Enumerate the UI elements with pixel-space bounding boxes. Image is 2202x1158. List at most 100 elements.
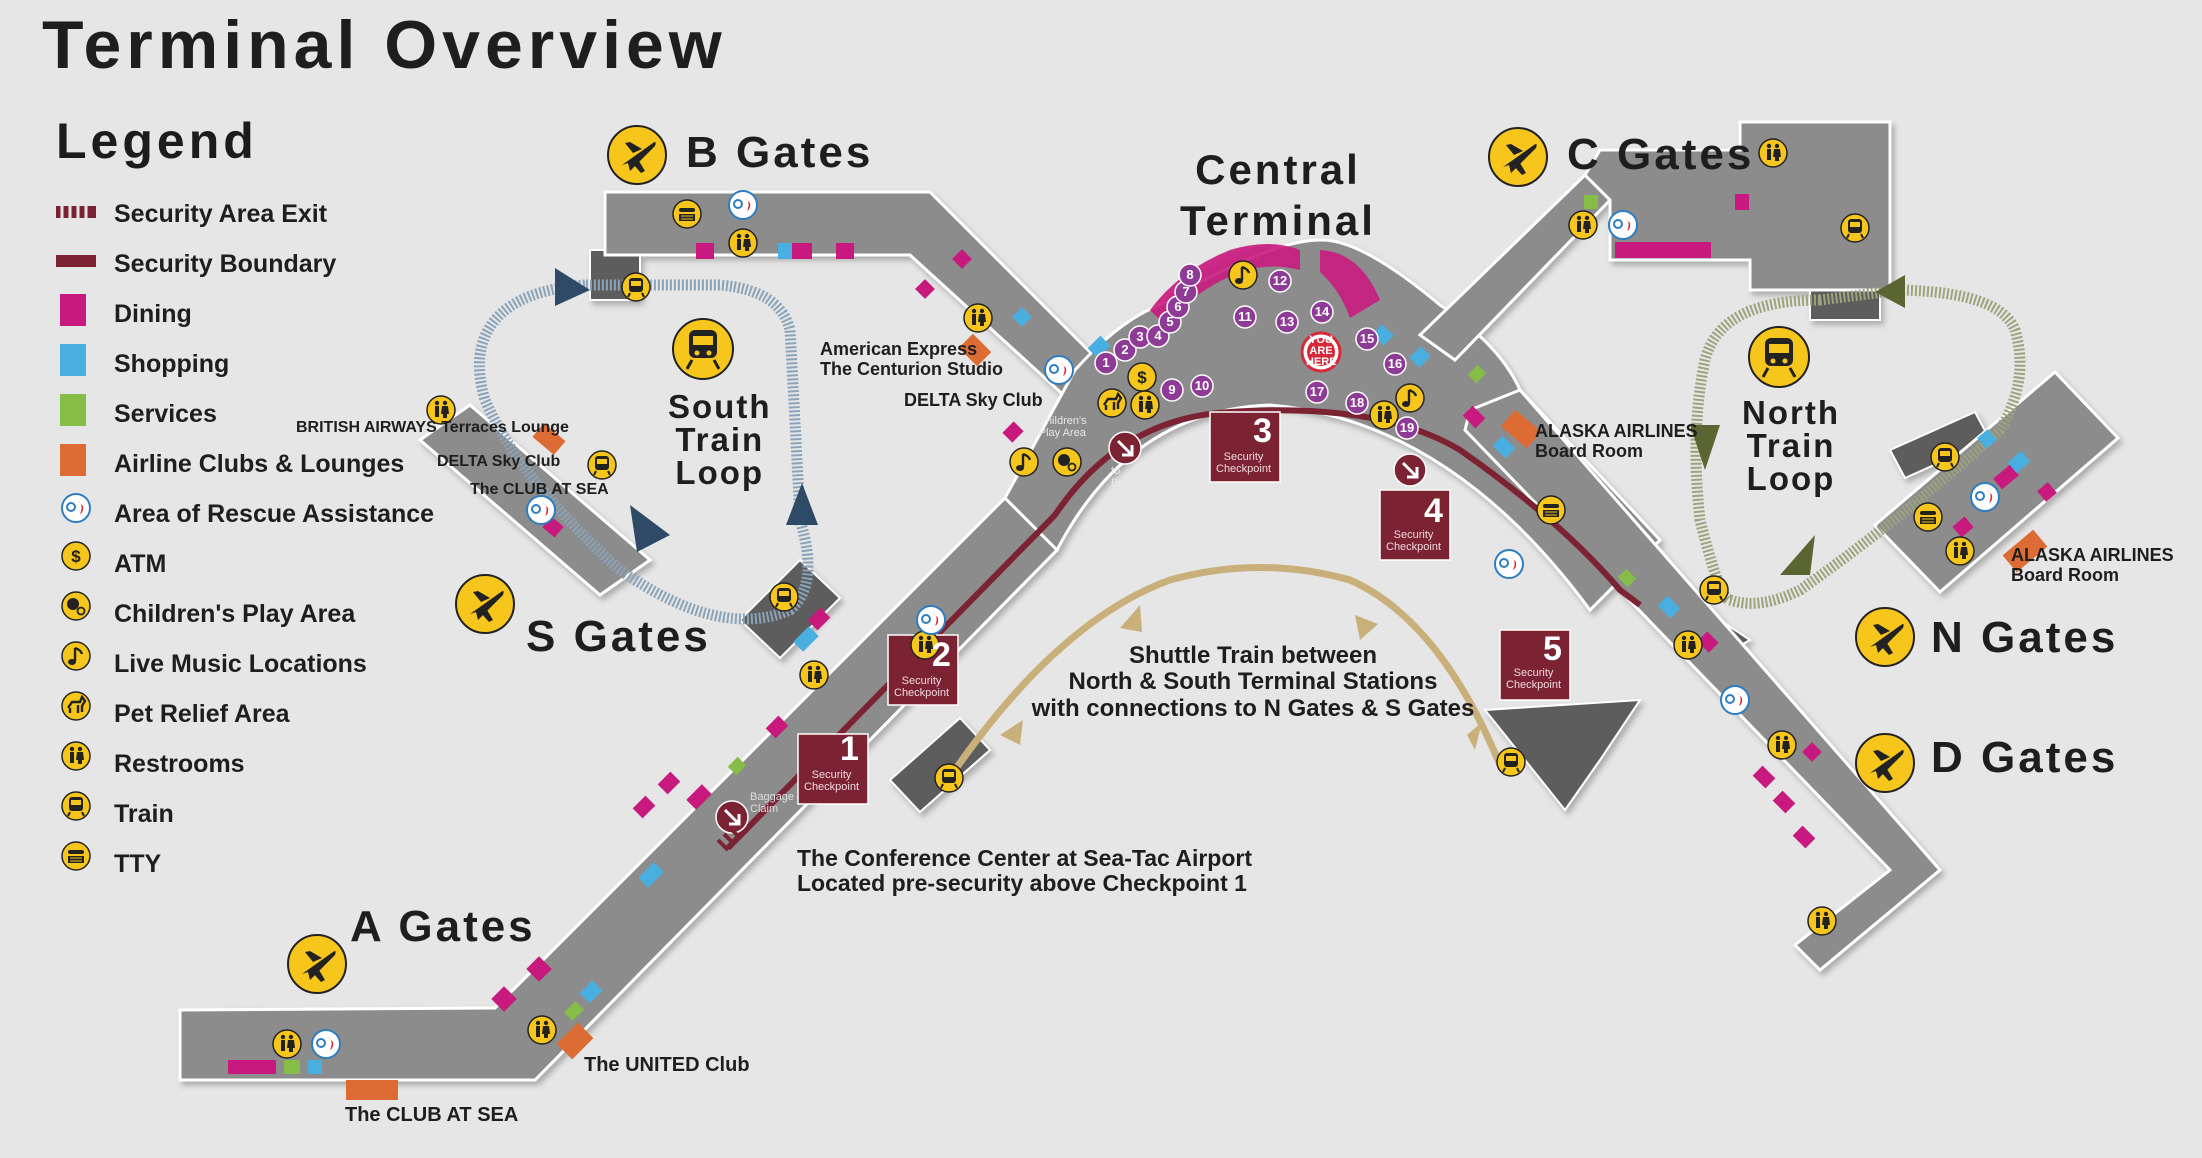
- checkpoint-1-line-1: Security: [811, 769, 852, 781]
- central-gate-11: 11: [1238, 309, 1252, 324]
- baggage-right-line-3: Claim: [1340, 468, 1369, 481]
- checkpoint-3-line-1: Security: [1223, 451, 1264, 463]
- central-line-2: Terminal: [1180, 197, 1376, 245]
- legend-label: Area of Rescue Assistance: [114, 500, 435, 528]
- central-gate-5: 5: [1166, 314, 1174, 329]
- baggage-left-line-1: to: [1111, 465, 1121, 477]
- d-gates-label: D Gates: [1931, 733, 2119, 782]
- checkpoint-4-line-1: Security: [1393, 529, 1434, 541]
- legend-label: Train: [114, 800, 174, 828]
- central-gate-markers: [1094, 263, 1419, 440]
- services-blocks: [284, 195, 1637, 1074]
- central-gate-3: 3: [1136, 329, 1144, 344]
- united-club-label: The UNITED Club: [584, 1054, 750, 1076]
- d-gates-concourse: [1463, 388, 1943, 973]
- checkpoint-boxes: [797, 411, 1571, 805]
- n-gates-label: N Gates: [1931, 613, 2119, 662]
- security-exit-stripes: [716, 826, 742, 852]
- c-gates-label: C Gates: [1567, 130, 1755, 179]
- checkpoint-5-line-1: Security: [1513, 667, 1554, 679]
- south-loop-line-3: Loop: [675, 454, 765, 491]
- legend-label: Airline Clubs & Lounges: [114, 450, 405, 478]
- south-loop-line-1: South: [668, 388, 772, 425]
- north-train-loop: [1690, 284, 2026, 609]
- alaska-n-line-2: Board Room: [2011, 564, 2119, 585]
- british-airways-label: BRITISH AIRWAYS Terraces Lounge: [296, 419, 569, 436]
- shuttle-arrows: [1000, 605, 1482, 750]
- checkpoint-2-line-1: Security: [901, 675, 942, 687]
- central-gate-2: 2: [1121, 342, 1129, 357]
- checkpoint-2-line-2: Checkpoint: [894, 686, 950, 699]
- conference-line-1: The Conference Center at Sea-Tac Airport: [797, 845, 1252, 871]
- central-gate-9: 9: [1168, 382, 1176, 397]
- central-gate-fan: [1150, 244, 1300, 325]
- checkpoint-5-line-2: Checkpoint: [1506, 678, 1562, 691]
- central-gate-6: 6: [1174, 299, 1182, 314]
- north-loop-line-3: Loop: [1746, 460, 1836, 497]
- baggage-left-label: to Baggage Claim: [1111, 465, 1156, 501]
- baggage-a-line-1: Baggage: [750, 791, 795, 803]
- conference-center-label: The Conference Center at Sea-Tac Airport…: [797, 845, 1252, 897]
- north-train-loop-label: North Train Loop: [1742, 396, 1840, 495]
- amex-line-1: American Express: [820, 339, 978, 359]
- shuttle-line-1: Shuttle Train between: [1128, 642, 1378, 669]
- a-gates-label: A Gates: [350, 902, 536, 951]
- south-loop-arrows: [555, 268, 818, 552]
- c-gates-concourse: [1417, 172, 1613, 362]
- baggage-left-line-2: Baggage: [1111, 476, 1156, 489]
- shuttle-train-label: Shuttle Train between North & South Term…: [1008, 642, 1498, 722]
- central-gate-fan-right: [1320, 250, 1380, 318]
- shopping-blocks: [308, 243, 2031, 1074]
- conference-line-2: Located pre-security above Checkpoint 1: [797, 870, 1247, 897]
- alaska-c-line-1: ALASKA AIRLINES: [1535, 421, 1698, 441]
- checkpoint-3-number: 3: [1253, 412, 1272, 450]
- legend-label: Security Boundary: [114, 250, 337, 278]
- shuttle-line-2: North & South Terminal Stations: [1068, 668, 1438, 696]
- central-gate-18: 18: [1349, 395, 1365, 410]
- alaska-c-label: ALASKA AIRLINES Board Room: [1535, 421, 1698, 462]
- amex-line-2: The Centurion Studio: [820, 358, 1003, 379]
- baggage-right-line-2: Baggage: [1340, 456, 1385, 469]
- baggage-a-line-2: Claim: [750, 802, 779, 815]
- d-train-station: [1483, 698, 1642, 812]
- checkpoint-5-number: 5: [1543, 630, 1562, 668]
- page-title: Terminal Overview: [42, 7, 727, 83]
- baggage-right-label: to Baggage Claim: [1340, 445, 1385, 481]
- lounge-blocks: [346, 333, 2048, 1100]
- checkpoint-4-number: 4: [1424, 492, 1443, 530]
- play-area-line-1: Children's: [1038, 415, 1087, 427]
- legend-label: Services: [114, 400, 217, 428]
- checkpoint-4-line-2: Checkpoint: [1386, 540, 1442, 553]
- legend-title: Legend: [56, 113, 258, 169]
- south-train-loop: [473, 279, 814, 625]
- central-line-1: Central: [1195, 146, 1361, 193]
- alaska-c-line-2: Board Room: [1535, 440, 1643, 461]
- central-gate-13: 13: [1279, 314, 1295, 329]
- checkpoint-1-line-2: Checkpoint: [804, 780, 860, 793]
- s-gates-label: S Gates: [526, 612, 711, 661]
- checkpoint-3-line-2: Checkpoint: [1216, 462, 1272, 475]
- shuttle-line-3: with connections to N Gates & S Gates: [1031, 694, 1475, 722]
- central-gate-4: 4: [1154, 328, 1162, 343]
- delta-central-label: DELTA Sky Club: [904, 390, 1043, 410]
- dining-blocks: [228, 194, 2057, 1074]
- legend-swatches: [56, 206, 96, 871]
- central-gate-12: 12: [1272, 273, 1288, 288]
- central-gate-14: 14: [1314, 304, 1330, 319]
- legend-label: Children's Play Area: [114, 600, 356, 628]
- checkpoint-2-number: 2: [932, 636, 951, 674]
- alaska-n-label: ALASKA AIRLINES Board Room: [2011, 545, 2174, 586]
- alaska-n-line-1: ALASKA AIRLINES: [2011, 545, 2174, 565]
- baggage-right-line-1: to: [1340, 445, 1350, 457]
- legend-label: TTY: [114, 850, 162, 878]
- club-a-label: The CLUB AT SEA: [345, 1104, 519, 1126]
- central-gate-19: 19: [1399, 420, 1415, 435]
- legend-label: Security Area Exit: [114, 200, 328, 228]
- central-gate-17: 17: [1309, 384, 1325, 399]
